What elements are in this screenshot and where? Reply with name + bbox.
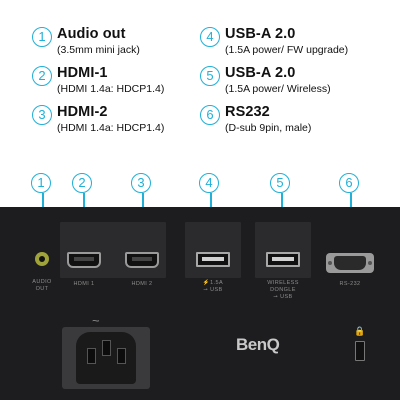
legend-number-5: 5 [200, 66, 220, 86]
legend-title-3: HDMI-2 [57, 104, 164, 121]
legend-title-2: HDMI-1 [57, 65, 164, 82]
legend-number-6: 6 [200, 105, 220, 125]
usb-port-icon [266, 252, 300, 267]
ac-symbol: ~ [92, 313, 100, 328]
legend-item-3: 3 HDMI-2 (HDMI 1.4a: HDCP1.4) [32, 104, 164, 135]
audio-port-label: AUDIOOUT [24, 279, 60, 293]
hdmi-port-icon [67, 252, 101, 268]
legend-item-1: 1 Audio out (3.5mm mini jack) [32, 26, 140, 57]
callout-3: 3 [131, 172, 153, 193]
callout-1: 1 [31, 172, 53, 193]
legend-sub-5: (1.5A power/ Wireless) [225, 83, 331, 96]
callout-number-4: 4 [199, 173, 219, 193]
usb-port-icon [196, 252, 230, 267]
callout-number-3: 3 [131, 173, 151, 193]
brand-logo: BenQ [236, 335, 279, 355]
legend-number-3: 3 [32, 105, 52, 125]
legend-number-4: 4 [200, 27, 220, 47]
legend-sub-6: (D-sub 9pin, male) [225, 122, 311, 135]
kensington-lock-icon [355, 341, 365, 361]
hdmi2-port-label: HDMI 2 [124, 281, 160, 288]
callout-2: 2 [72, 172, 94, 193]
rs232-port-icon [326, 253, 374, 273]
hdmi1-port-label: HDMI 1 [66, 281, 102, 288]
usb1-port-label: ⚡1.5A⭢ USB [190, 280, 236, 294]
port-legend: 1 Audio out (3.5mm mini jack) 2 HDMI-1 (… [0, 0, 400, 170]
legend-title-6: RS232 [225, 104, 311, 121]
usb1-bay [185, 222, 241, 278]
hdmi-bay [60, 222, 166, 278]
hdmi-port-icon [125, 252, 159, 268]
legend-title-1: Audio out [57, 26, 140, 43]
rs232-port-label: RS-232 [328, 281, 372, 288]
callout-5: 5 [270, 172, 292, 193]
callout-4: 4 [199, 172, 221, 193]
legend-title-4: USB-A 2.0 [225, 26, 348, 43]
legend-sub-4: (1.5A power/ FW upgrade) [225, 44, 348, 57]
legend-item-4: 4 USB-A 2.0 (1.5A power/ FW upgrade) [200, 26, 348, 57]
power-inlet-icon [62, 327, 150, 389]
legend-title-5: USB-A 2.0 [225, 65, 331, 82]
lock-icon: 🔒 [354, 326, 365, 337]
legend-sub-1: (3.5mm mini jack) [57, 44, 140, 57]
legend-sub-3: (HDMI 1.4a: HDCP1.4) [57, 122, 164, 135]
usb2-port-label: WIRELESSDONGLE⭢ USB [258, 280, 308, 301]
legend-item-6: 6 RS232 (D-sub 9pin, male) [200, 104, 311, 135]
audio-jack-icon [35, 252, 49, 266]
legend-item-5: 5 USB-A 2.0 (1.5A power/ Wireless) [200, 65, 331, 96]
legend-number-2: 2 [32, 66, 52, 86]
callout-number-5: 5 [270, 173, 290, 193]
callout-markers: 1 2 3 4 5 6 [0, 172, 400, 208]
callout-6: 6 [339, 172, 361, 193]
callout-number-2: 2 [72, 173, 92, 193]
legend-number-1: 1 [32, 27, 52, 47]
usb2-bay [255, 222, 311, 278]
legend-sub-2: (HDMI 1.4a: HDCP1.4) [57, 83, 164, 96]
callout-number-6: 6 [339, 173, 359, 193]
legend-item-2: 2 HDMI-1 (HDMI 1.4a: HDCP1.4) [32, 65, 164, 96]
callout-number-1: 1 [31, 173, 51, 193]
